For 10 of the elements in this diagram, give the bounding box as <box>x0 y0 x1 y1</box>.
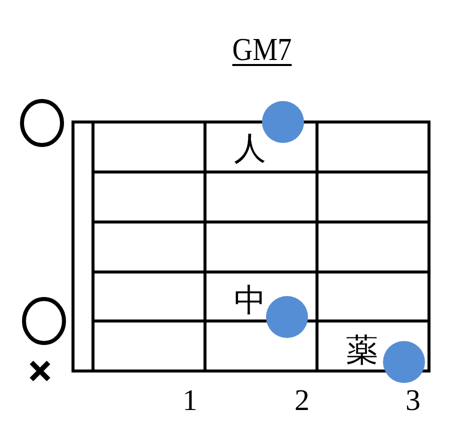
chord-title: GM7 <box>232 33 292 65</box>
fret-number: 3 <box>406 386 420 416</box>
fret-number: 1 <box>182 386 198 416</box>
ring-icon <box>20 99 64 147</box>
cross-icon <box>29 360 51 382</box>
fret-number: 2 <box>294 386 310 416</box>
ring-icon <box>22 297 66 345</box>
finger-label: 薬 <box>346 334 378 366</box>
finger-label: 人 <box>234 132 266 164</box>
finger-label: 中 <box>234 284 266 316</box>
